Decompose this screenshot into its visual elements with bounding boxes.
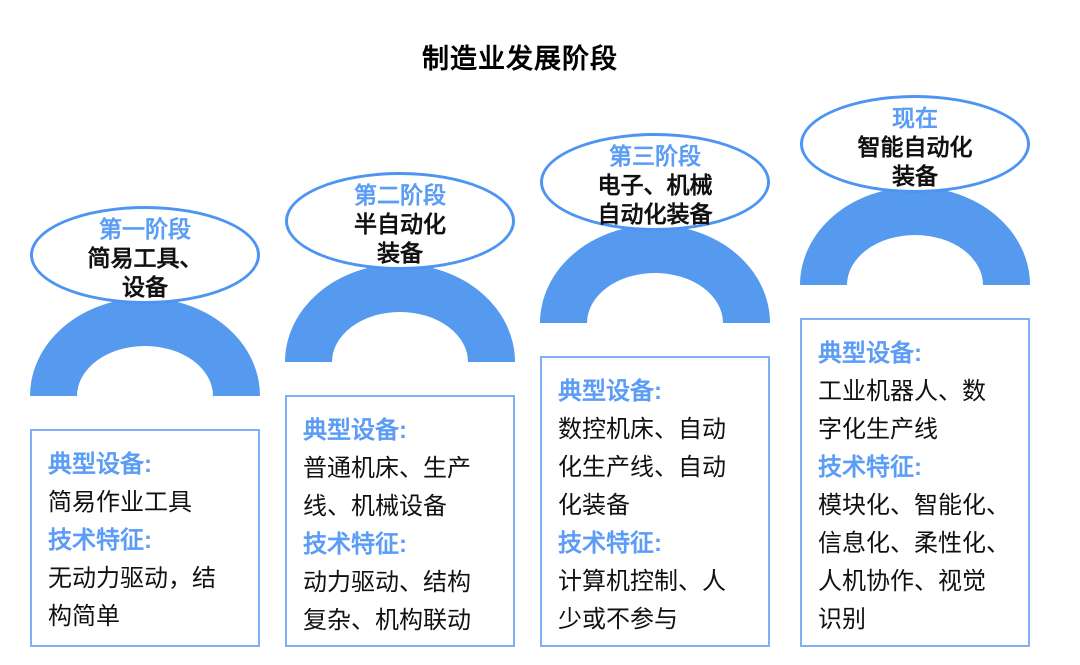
stage-1-label: 第一阶段 xyxy=(99,216,191,242)
stage-3-description: 电子、机械 自动化装备 xyxy=(597,172,713,227)
stage-3-features-text: 计算机控制、人 少或不参与 xyxy=(558,568,726,633)
stage-3-detail-box: 典型设备: 数控机床、自动 化生产线、自动 化装备 技术特征: 计算机控制、人 … xyxy=(540,356,770,647)
stage-4-features-label: 技术特征: xyxy=(818,454,922,481)
stage-2-equipment-text: 普通机床、生产 线、机械设备 xyxy=(303,455,471,520)
stage-4-ellipse: 现在 智能自动化 装备 xyxy=(800,95,1030,193)
stage-4-equipment-text: 工业机器人、数 字化生产线 xyxy=(818,378,986,443)
stage-4-description: 智能自动化 装备 xyxy=(857,134,973,189)
stage-1-detail-box: 典型设备: 简易作业工具 技术特征: 无动力驱动，结 构简单 xyxy=(30,429,260,647)
stage-2-ellipse: 第二阶段 半自动化 装备 xyxy=(285,172,515,270)
stage-3-label: 第三阶段 xyxy=(609,143,701,169)
stage-1-arch-shape xyxy=(30,298,260,396)
stage-1-ellipse: 第一阶段 简易工具、 设备 xyxy=(30,206,260,304)
stage-3-features-label: 技术特征: xyxy=(558,530,662,557)
stage-4-detail-box: 典型设备: 工业机器人、数 字化生产线 技术特征: 模块化、智能化、 信息化、柔… xyxy=(800,318,1030,647)
stage-1-equipment-text: 简易作业工具 xyxy=(48,489,192,516)
page-title: 制造业发展阶段 xyxy=(422,44,618,74)
stage-2-equipment-label: 典型设备: xyxy=(303,417,407,444)
stage-2-detail-box: 典型设备: 普通机床、生产 线、机械设备 技术特征: 动力驱动、结构 复杂、机构… xyxy=(285,395,515,647)
stage-2-features-label: 技术特征: xyxy=(303,531,407,558)
stage-2-label: 第二阶段 xyxy=(354,182,446,208)
stage-1-equipment-label: 典型设备: xyxy=(48,451,152,478)
stage-3-equipment-text: 数控机床、自动 化生产线、自动 化装备 xyxy=(558,416,726,519)
stage-3-ellipse: 第三阶段 电子、机械 自动化装备 xyxy=(540,133,770,231)
stage-4-equipment-label: 典型设备: xyxy=(818,340,922,367)
stage-2-arch-shape xyxy=(285,264,515,362)
stage-1-features-label: 技术特征: xyxy=(48,527,152,554)
stage-1-features-text: 无动力驱动，结 构简单 xyxy=(48,565,216,630)
stage-1-description: 简易工具、 设备 xyxy=(87,245,203,300)
stage-4-features-text: 模块化、智能化、 信息化、柔性化、 人机协作、视觉 识别 xyxy=(818,492,1010,633)
stage-2-description: 半自动化 装备 xyxy=(354,211,446,266)
stage-2-features-text: 动力驱动、结构 复杂、机构联动 xyxy=(303,569,471,634)
stage-3-equipment-label: 典型设备: xyxy=(558,378,662,405)
stage-4-label: 现在 xyxy=(892,105,938,131)
stage-4-arch-shape xyxy=(800,187,1030,285)
stage-3-arch-shape xyxy=(540,225,770,323)
